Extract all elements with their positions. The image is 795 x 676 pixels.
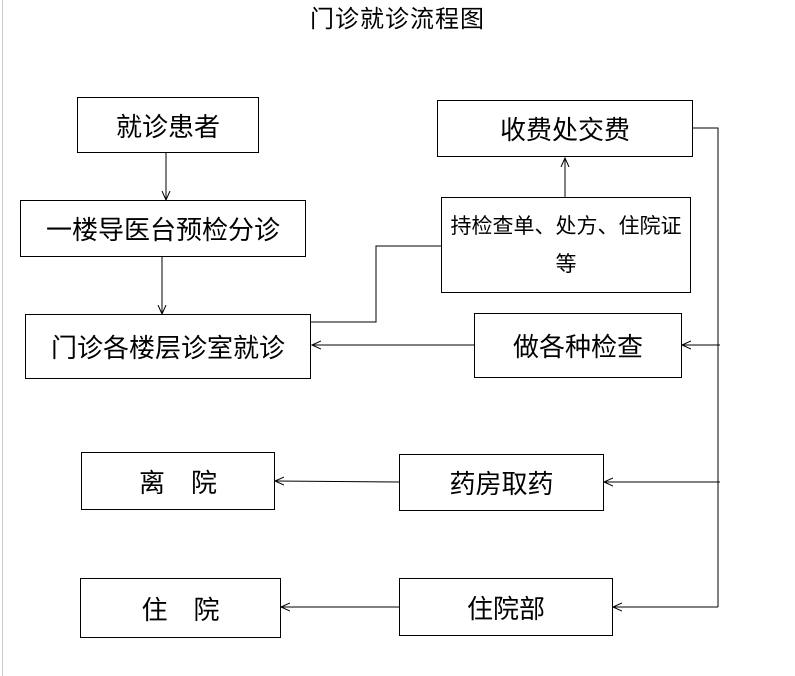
node-hospitalize: 住 院 — [80, 578, 281, 638]
line-payment-trunk — [692, 127, 719, 607]
page-left-edge — [2, 0, 3, 676]
diagram-title: 门诊就诊流程图 — [310, 5, 485, 33]
arrow-pharmacy-to-discharge — [275, 481, 400, 482]
node-payment: 收费处交费 — [437, 100, 693, 157]
node-exams: 做各种检查 — [474, 313, 682, 378]
node-patient: 就诊患者 — [77, 97, 259, 153]
node-documents: 持检查单、处方、住院证等 — [441, 197, 691, 293]
node-triage: 一楼导医台预检分诊 — [20, 200, 306, 257]
node-discharge: 离 院 — [81, 452, 275, 510]
line-clinic-to-documents — [311, 245, 441, 323]
node-clinic: 门诊各楼层诊室就诊 — [25, 314, 311, 379]
node-inpatient-dept: 住院部 — [399, 578, 613, 636]
node-pharmacy: 药房取药 — [399, 454, 604, 511]
